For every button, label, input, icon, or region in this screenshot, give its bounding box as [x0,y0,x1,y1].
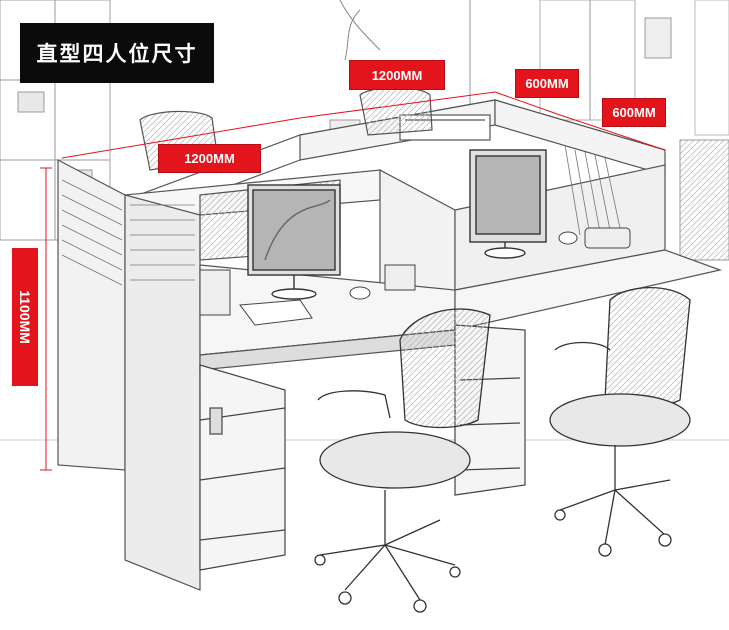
drawer-pedestals [199,324,526,571]
dimension-label-depth-side: 600MM [602,98,666,127]
front-chair-right [549,286,691,557]
dimension-label-height: 1100MM [12,248,38,386]
page-title: 直型四人位尺寸 [36,42,198,66]
front-chair-left [314,308,491,613]
desk-items [199,227,631,326]
dimension-label-depth-back: 600MM [515,69,579,98]
monitors [247,149,547,300]
partition-screens [57,144,666,591]
dimension-label-height-text: 1100MM [17,290,34,344]
title-banner: 直型四人位尺寸 [20,23,214,83]
dimension-label-back-width: 1200MM [349,60,445,90]
dimension-label-front-width: 1200MM [158,144,261,173]
room-background [0,0,729,441]
dimension-lines [40,91,666,471]
